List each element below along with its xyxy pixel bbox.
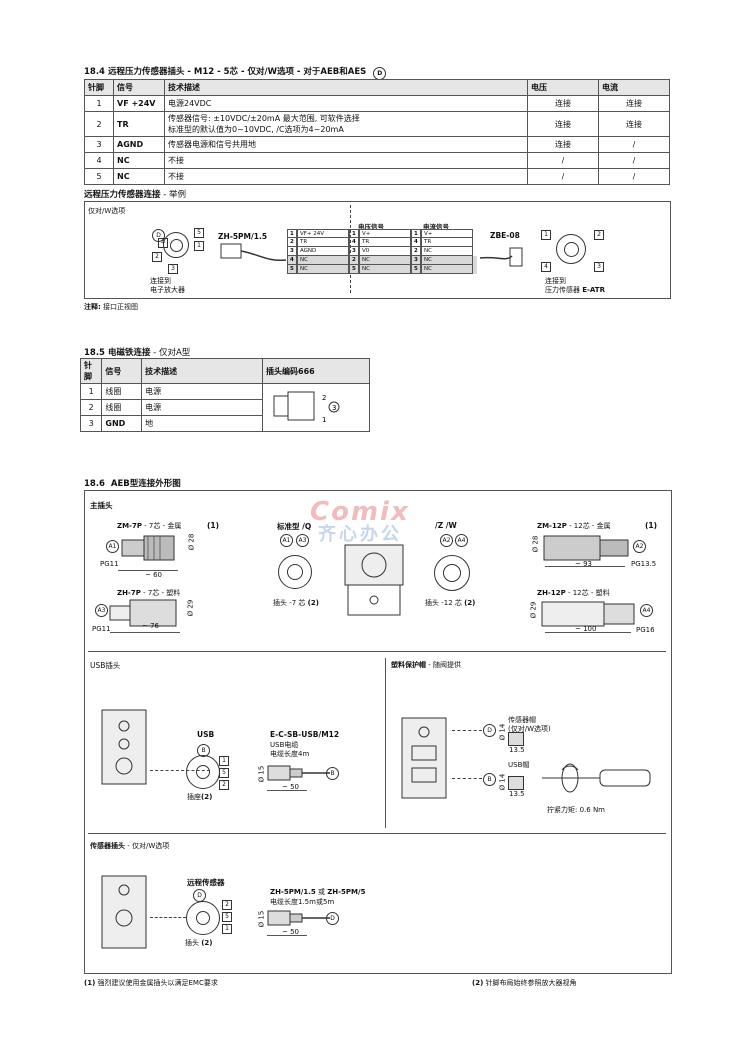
sensor-plug-title: 传感器插头 - 仅对/W选项 — [90, 842, 170, 850]
usb-cable-icon — [267, 765, 330, 781]
zm12p-plug-icon — [543, 535, 629, 561]
right-note: 连接到压力传感器 E-ATR — [545, 277, 605, 294]
torque-label: 拧紧力矩: 0.6 Nm — [547, 806, 605, 814]
zh7p-label: ZH-7P - 7芯 - 塑料 — [117, 589, 181, 597]
col-current-label: 电流信号 — [423, 223, 449, 231]
sensor-cable-icon — [267, 910, 330, 926]
section-18-6-title: 18.6 AEB型连接外形图 — [84, 479, 181, 489]
a1-badge: A1 — [106, 540, 119, 553]
cable-left-icon — [220, 243, 287, 262]
zw-label: /Z /W — [435, 521, 457, 530]
note-line: 注释: 接口正视图 — [84, 303, 139, 311]
7pin-connector-icon — [278, 555, 312, 589]
plug12-label: 插头 -12 芯 (2) — [425, 599, 476, 607]
footnote-1: (1) 强烈建议使用金属插头以满足EMC要求 — [84, 979, 218, 987]
zh5pm-label: ZH-5PM/1.5 或 ZH-5PM/5 — [270, 888, 366, 896]
zm12p-label: ZM-12P - 12芯 - 金属 — [537, 522, 611, 530]
option-label: 仅对/W选项 — [88, 207, 126, 215]
zm7p-label: ZM-7P - 7芯 - 金属 — [117, 522, 182, 530]
sensor-plug-icon — [186, 901, 220, 935]
plug7-label: 插头 -7 芯 (2) — [273, 599, 319, 607]
cable-right-icon — [479, 247, 523, 267]
m12-connector-icon — [163, 232, 189, 258]
th-current: 电流 — [598, 79, 670, 96]
usb-cable-label: E-C-SB-USB/M12 — [270, 730, 340, 739]
sensor-valve-icon — [101, 875, 147, 949]
left-note: 连接到 电子放大器 — [150, 277, 185, 294]
zh12p-plug-icon — [541, 601, 635, 627]
remote-sensor-title: 远程压力传感器连接 - 举例 — [84, 190, 186, 200]
footnote-2: (2) 针脚布局始终参照放大器视角 — [472, 979, 577, 987]
usb-label: USB — [197, 730, 215, 739]
th-desc: 技术描述 — [164, 79, 528, 96]
usb-cap-label: USB帽 — [508, 761, 530, 769]
sensor-connector-icon — [556, 234, 586, 264]
section-18-5-title: 18.5 电磁铁连接 - 仅对A型 — [84, 348, 191, 358]
cap-title: 塑料保护帽 - 随阀提供 — [391, 661, 461, 669]
a3-badge: A3 — [95, 604, 108, 617]
th-signal: 信号 — [113, 79, 165, 96]
connector-left-label: ZH-5PM/1.5 — [218, 232, 268, 241]
col-voltage-label: 电压信号 — [358, 223, 384, 231]
watermark-text: 齐心办公 — [318, 524, 402, 545]
usb-valve-icon — [101, 709, 147, 785]
main-plug-title: 主插头 — [90, 501, 113, 510]
aeb-outline-box — [84, 490, 672, 974]
zm7p-plug-icon — [121, 535, 175, 561]
screwdriver-icon — [542, 763, 651, 793]
std-q-label: 标准型 /Q — [277, 522, 312, 531]
cap-valve-icon — [401, 717, 447, 799]
svg-text:1: 1 — [322, 416, 326, 424]
th-voltage: 电压 — [527, 79, 599, 96]
zh7p-plug-icon — [109, 599, 177, 627]
plug-label: 插头 (2) — [185, 939, 213, 947]
th-pin: 针脚 — [84, 79, 114, 96]
solenoid-plug-icon: 2 3 1 — [273, 391, 340, 424]
svg-text:2: 2 — [322, 394, 326, 402]
valve-body-icon — [344, 544, 404, 616]
connector-right-label: ZBE-08 — [490, 231, 520, 240]
zh12p-label: ZH-12P - 12芯 - 塑料 — [537, 589, 610, 597]
watermark-logo: Comix — [310, 497, 410, 527]
sensor-cap-label: 传感器帽(仅对/W选项) — [508, 716, 551, 733]
usb-plug-title: USB插头 — [90, 661, 121, 670]
usb-socket-icon — [186, 755, 220, 789]
section-18-4-title: 18.4 远程压力传感器插头 - M12 - 5芯 - 仅对/W选项 - 对于A… — [84, 65, 387, 80]
socket-label: 插座(2) — [187, 793, 213, 801]
svg-text:3: 3 — [332, 404, 336, 412]
remote-sensor-label: 远程传感器 — [187, 878, 225, 887]
remote-sensor-box — [84, 201, 671, 299]
12pin-connector-icon — [434, 555, 470, 591]
